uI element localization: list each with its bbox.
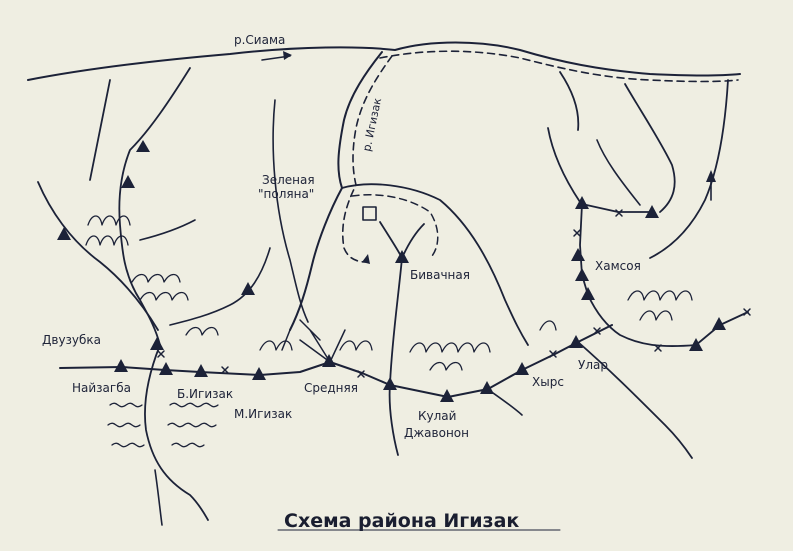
- pass-crosses: [157, 209, 751, 378]
- label-river-igizak: р. Игизак: [360, 96, 384, 152]
- label-srednyaya: Средняя: [304, 381, 358, 395]
- srednyaya-branches: [281, 319, 346, 363]
- siama-ridge-line: [27, 41, 741, 81]
- igizak-lower: [144, 344, 209, 521]
- left-ridge-1: [118, 67, 191, 346]
- bivachnaya-loop: [341, 183, 529, 346]
- label-b-igizak: Б.Игизак: [177, 387, 233, 401]
- label-river-siama: р.Сиама: [234, 33, 285, 47]
- glacier-scribbles: [85, 215, 693, 448]
- right-ridge-4: [596, 139, 641, 206]
- label-polyana: "поляна": [258, 187, 314, 201]
- label-dzhavonon: Джавонон: [404, 426, 469, 440]
- label-m-igizak: М.Игизак: [234, 407, 292, 421]
- left-stream-4: [169, 247, 271, 326]
- label-bivachnaya: Бивачная: [410, 268, 470, 282]
- flow-arrow-bivachnaya: [362, 254, 370, 264]
- label-naizagba: Найзагба: [72, 381, 131, 395]
- bivachnaya-loop-trail: [351, 194, 439, 257]
- upper-trail: [379, 50, 739, 83]
- left-stream-1: [89, 79, 111, 181]
- map-title: Схема района Игизак: [284, 510, 519, 532]
- flow-arrow-right: [706, 170, 716, 182]
- left-stream-5: [272, 99, 309, 323]
- right-stream-1: [649, 79, 729, 259]
- igizak-river-right: [341, 55, 393, 263]
- right-ridge-1: [559, 71, 580, 131]
- left-stream-2: [37, 181, 159, 331]
- flow-arrow-siama-head: [283, 51, 292, 60]
- label-dvuzubka: Двузубка: [42, 333, 101, 347]
- label-ular: Улар: [578, 358, 608, 372]
- label-zelenaya: Зеленая: [262, 173, 315, 187]
- label-khyrs: Хырс: [532, 375, 564, 389]
- left-stream-3: [139, 219, 196, 241]
- igizak-lower-2: [154, 469, 163, 526]
- camp-marker: [362, 206, 377, 221]
- right-ridge-2: [624, 83, 676, 213]
- label-kulai: Кулай: [418, 409, 456, 423]
- label-khamsoya: Хамсоя: [595, 259, 641, 273]
- ular-stream: [577, 341, 693, 459]
- summit-triangles: [57, 140, 726, 402]
- right-ridge-3: [547, 127, 581, 203]
